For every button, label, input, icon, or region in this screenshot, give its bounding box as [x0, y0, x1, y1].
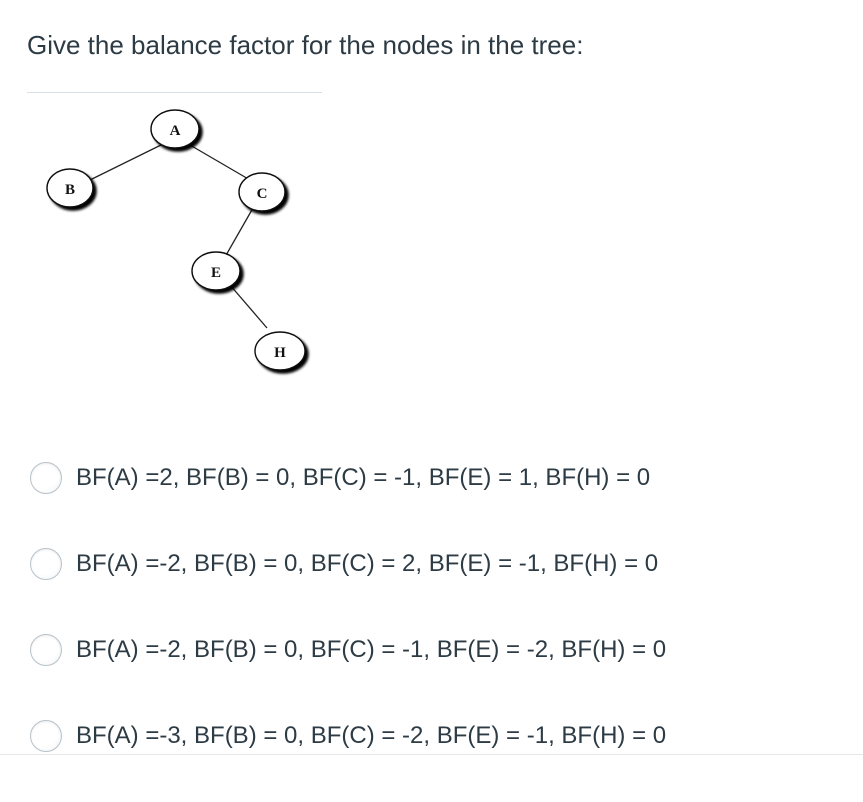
edge-a-c — [189, 144, 251, 181]
answer-option-1[interactable]: BF(A) =2, BF(B) = 0, BF(C) = -1, BF(E) =… — [30, 458, 860, 544]
tree-node-b: B — [46, 168, 94, 208]
answer-text-1[interactable]: BF(A) =2, BF(B) = 0, BF(C) = -1, BF(E) =… — [76, 464, 651, 491]
tree-node-a: A — [150, 109, 200, 149]
question-text: Give the balance factor for the nodes in… — [27, 30, 584, 60]
answer-option-3[interactable]: BF(A) =-2, BF(B) = 0, BF(C) = -1, BF(E) … — [30, 630, 860, 716]
tree-node-e: E — [191, 251, 241, 291]
tree-node-h-label: H — [274, 345, 286, 361]
answer-list: BF(A) =2, BF(B) = 0, BF(C) = -1, BF(E) =… — [30, 458, 860, 802]
answer-text-2[interactable]: BF(A) =-2, BF(B) = 0, BF(C) = 2, BF(E) =… — [76, 550, 659, 577]
tree-node-e-label: E — [211, 265, 221, 281]
answer-text-3[interactable]: BF(A) =-2, BF(B) = 0, BF(C) = -1, BF(E) … — [76, 636, 667, 663]
question-divider — [27, 92, 322, 93]
answer-option-2[interactable]: BF(A) =-2, BF(B) = 0, BF(C) = 2, BF(E) =… — [30, 544, 860, 630]
bottom-divider — [0, 754, 863, 755]
tree-node-a-label: A — [170, 123, 181, 139]
answer-option-4[interactable]: BF(A) =-3, BF(B) = 0, BF(C) = -2, BF(E) … — [30, 716, 860, 802]
tree-svg: A B C E H — [46, 109, 306, 371]
tree-node-c-label: C — [257, 186, 268, 202]
answer-radio-3[interactable] — [30, 634, 62, 666]
edge-e-h — [229, 284, 268, 329]
tree-node-h: H — [254, 331, 306, 371]
answer-radio-1[interactable] — [30, 462, 62, 494]
tree-node-c: C — [238, 172, 286, 212]
answer-radio-2[interactable] — [30, 548, 62, 580]
answer-radio-4[interactable] — [30, 720, 62, 752]
answer-text-4[interactable]: BF(A) =-3, BF(B) = 0, BF(C) = -2, BF(E) … — [76, 722, 667, 749]
tree-node-b-label: B — [65, 182, 75, 198]
edge-a-b — [89, 144, 162, 181]
tree-diagram: A B C E H — [30, 100, 330, 390]
edge-c-e — [224, 207, 254, 258]
